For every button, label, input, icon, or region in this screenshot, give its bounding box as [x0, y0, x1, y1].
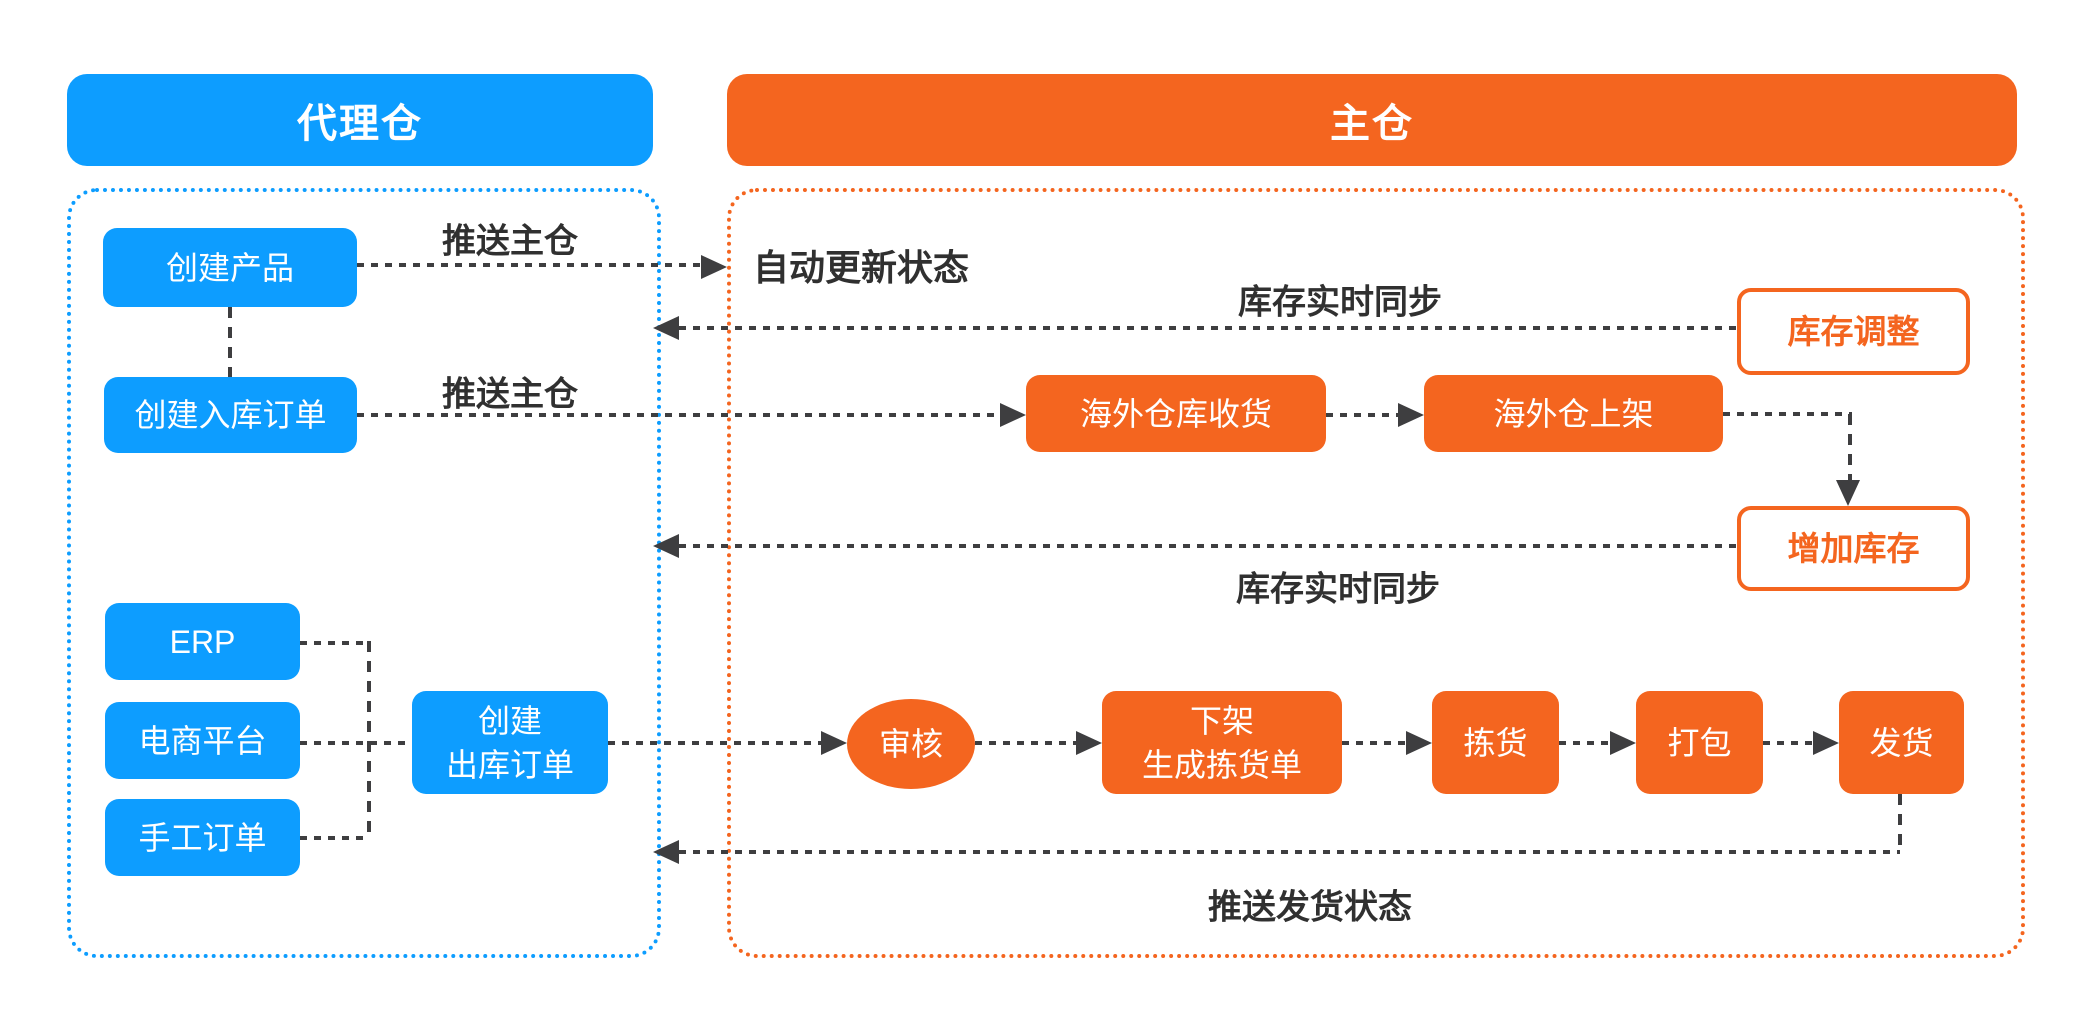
edge-audit-to-unshelve: [975, 741, 1076, 745]
edge-erp-branch: [300, 641, 369, 645]
edge-order-sources-junction: [367, 641, 371, 840]
label-push-ship-status: 推送发货状态: [1208, 888, 1412, 927]
arrow-right-icon: [1406, 731, 1432, 755]
node-erp[interactable]: ERP: [105, 603, 300, 680]
node-create-inbound-order[interactable]: 创建入库订单: [104, 377, 357, 453]
edge-outbound-to-audit: [608, 741, 821, 745]
label-inventory-sync-2: 库存实时同步: [1236, 570, 1440, 609]
arrow-right-icon: [1000, 403, 1026, 427]
label-push-to-main-2: 推送主仓: [442, 375, 578, 414]
edge-adjust-sync-return: [679, 326, 1737, 330]
agent-warehouse-zone: [67, 188, 661, 958]
arrow-left-icon: [653, 534, 679, 558]
node-overseas-warehouse-receive[interactable]: 海外仓库收货: [1026, 375, 1326, 452]
edge-unshelve-to-pick: [1342, 741, 1406, 745]
node-audit[interactable]: 审核: [847, 699, 975, 789]
node-pack[interactable]: 打包: [1636, 691, 1763, 794]
edge-receive-to-shelve: [1326, 413, 1398, 417]
label-push-to-main-1: 推送主仓: [442, 222, 578, 261]
edge-ecommerce-to-outbound: [300, 741, 412, 745]
main-warehouse-zone: [727, 188, 2025, 958]
arrow-right-icon: [1813, 731, 1839, 755]
arrow-down-icon: [1836, 480, 1860, 506]
node-create-product[interactable]: 创建产品: [103, 228, 357, 307]
node-manual-order[interactable]: 手工订单: [105, 799, 300, 876]
arrow-right-icon: [701, 255, 727, 279]
edge-pack-to-ship: [1763, 741, 1813, 745]
edge-create-product-to-inbound: [228, 307, 232, 377]
edge-ship-status-return-v: [1898, 794, 1902, 850]
node-overseas-warehouse-shelve[interactable]: 海外仓上架: [1424, 375, 1723, 452]
node-create-outbound-order[interactable]: 创建 出库订单: [412, 691, 608, 794]
node-unshelve-line2: 生成拣货单: [1141, 746, 1302, 783]
label-auto-update-status: 自动更新状态: [753, 247, 970, 288]
main-warehouse-header: 主仓: [727, 74, 2017, 166]
node-create-outbound-line1: 创建: [477, 702, 542, 739]
edge-shelve-to-addstock-v: [1848, 414, 1852, 480]
node-ship[interactable]: 发货: [1839, 691, 1964, 794]
edge-inbound-to-receive: [357, 413, 1000, 417]
edge-shelve-to-addstock-h: [1723, 412, 1852, 416]
edge-addstock-sync-return: [679, 544, 1737, 548]
node-unshelve-generate-picklist[interactable]: 下架 生成拣货单: [1102, 691, 1342, 794]
arrow-right-icon: [1398, 403, 1424, 427]
node-ecommerce-platform[interactable]: 电商平台: [105, 702, 300, 779]
edge-pick-to-pack: [1559, 741, 1610, 745]
node-create-outbound-line2: 出库订单: [445, 746, 574, 783]
node-pick[interactable]: 拣货: [1432, 691, 1559, 794]
edge-create-product-to-main: [357, 263, 701, 267]
arrow-right-icon: [821, 731, 847, 755]
arrow-right-icon: [1610, 731, 1636, 755]
node-increase-inventory[interactable]: 增加库存: [1737, 506, 1970, 591]
arrow-left-icon: [653, 316, 679, 340]
arrow-right-icon: [1076, 731, 1102, 755]
agent-warehouse-header: 代理仓: [67, 74, 653, 166]
node-unshelve-line1: 下架: [1189, 702, 1254, 739]
arrow-left-icon: [653, 840, 679, 864]
label-inventory-sync-1: 库存实时同步: [1238, 283, 1442, 322]
edge-manual-branch: [300, 836, 369, 840]
node-inventory-adjust[interactable]: 库存调整: [1737, 288, 1970, 375]
edge-ship-status-return-h: [679, 850, 1900, 854]
